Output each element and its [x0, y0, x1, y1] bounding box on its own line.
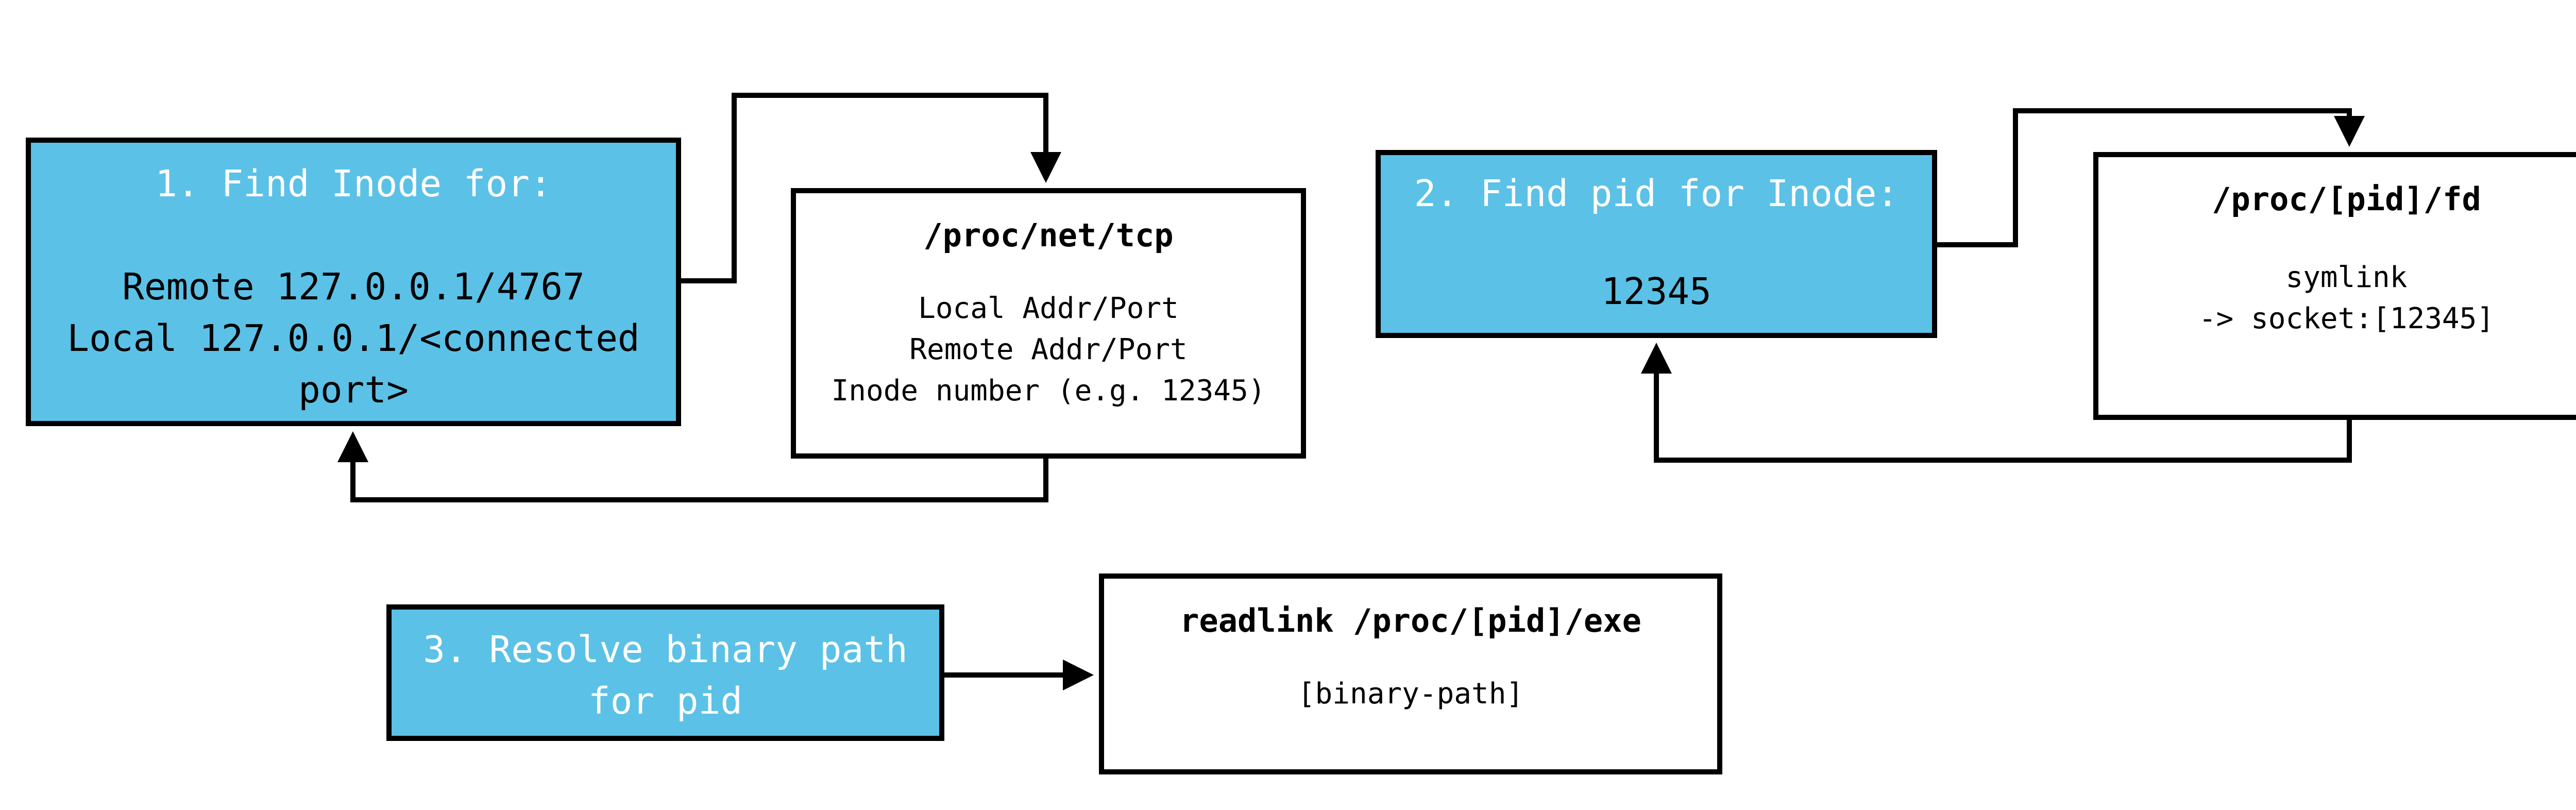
proc-pid-fd-box: /proc/[pid]/fd symlink -> socket:[12345] — [2093, 152, 2576, 420]
readlink-exe-result: [binary-path] — [1297, 677, 1524, 711]
step1-title: 1. Find Inode for: — [155, 162, 552, 205]
proc-net-tcp-box: /proc/net/tcp Local Addr/Port Remote Add… — [791, 188, 1306, 459]
step1-find-inode-box: 1. Find Inode for: Remote 127.0.0.1/4767… — [26, 138, 681, 426]
step3-resolve-binary-box: 3. Resolve binary path for pid — [386, 604, 944, 741]
proc-pid-fd-title: /proc/[pid]/fd — [2212, 180, 2481, 218]
step1-connection-details: Remote 127.0.0.1/4767 Local 127.0.0.1/<c… — [67, 265, 640, 411]
readlink-exe-title: readlink /proc/[pid]/exe — [1180, 602, 1641, 639]
step3-title: 3. Resolve binary path for pid — [423, 628, 908, 722]
proc-net-tcp-title: /proc/net/tcp — [923, 216, 1174, 254]
proc-net-tcp-fields: Local Addr/Port Remote Addr/Port Inode n… — [831, 292, 1266, 408]
readlink-exe-box: readlink /proc/[pid]/exe [binary-path] — [1099, 573, 1722, 774]
step2-title: 2. Find pid for Inode: — [1414, 172, 1899, 215]
step2-inode-value: 12345 — [1601, 270, 1711, 313]
step2-find-pid-box: 2. Find pid for Inode: 12345 — [1376, 150, 1937, 338]
proc-pid-fd-symlink: symlink -> socket:[12345] — [2198, 261, 2495, 335]
